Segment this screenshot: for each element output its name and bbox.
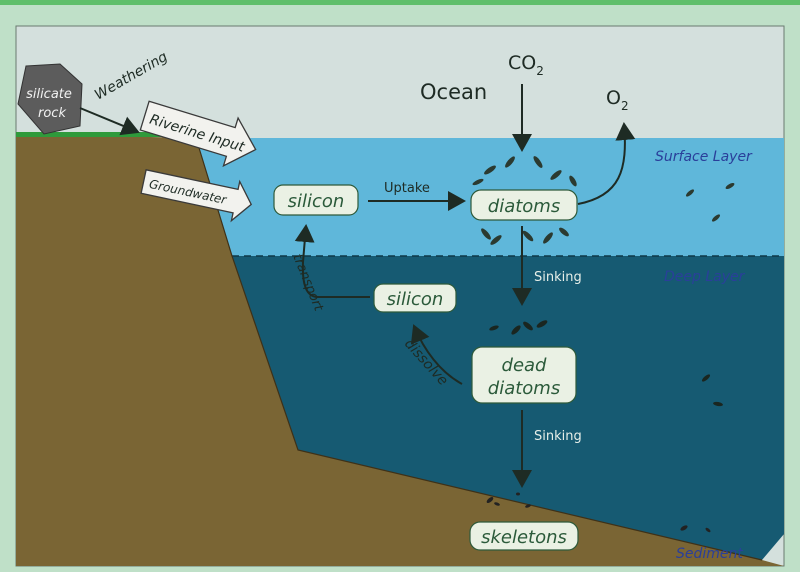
top-frame-bar <box>0 0 800 5</box>
sinking-label-2: Sinking <box>534 429 582 444</box>
weathering-arrow <box>79 107 140 136</box>
silicon-deep-label: silicon <box>387 289 444 310</box>
silicon-deep-box <box>373 283 457 313</box>
land <box>16 134 784 566</box>
diatom-cells-surface <box>472 156 735 245</box>
grass-strip <box>16 132 196 137</box>
dead-diatoms-label-line2: diatoms <box>488 378 560 399</box>
uptake-label: Uptake <box>384 181 430 196</box>
dead-diatoms-label-line1: dead <box>502 355 548 376</box>
skeletons-box <box>469 521 579 551</box>
o2-arrow <box>577 122 636 205</box>
deep-layer-label: Deep Layer <box>664 269 746 285</box>
rock-label-line2: rock <box>38 106 66 121</box>
dead-diatoms-box <box>471 346 577 404</box>
sediment-label: Sediment <box>676 546 743 562</box>
rock-label-line1: silicate <box>26 87 72 102</box>
o2-label: O2 <box>606 87 629 113</box>
diatoms-label: diatoms <box>488 196 560 217</box>
diatom-cells-sinking <box>489 320 723 407</box>
diatoms-box <box>470 189 578 221</box>
co2-label: CO2 <box>508 52 544 78</box>
skeleton-fragments <box>486 492 711 533</box>
transport-arrow <box>294 224 370 298</box>
silicate-rock <box>17 63 83 135</box>
ocean-label: Ocean <box>420 80 487 104</box>
silicon-surface-label: silicon <box>288 191 345 212</box>
surface-layer-label: Surface Layer <box>655 149 753 165</box>
dissolve-arrow <box>410 324 463 385</box>
skeletons-label: skeletons <box>481 527 567 548</box>
sinking-label-1: Sinking <box>534 270 582 285</box>
deep-water <box>232 256 784 560</box>
silicon-surface-box <box>273 184 359 216</box>
